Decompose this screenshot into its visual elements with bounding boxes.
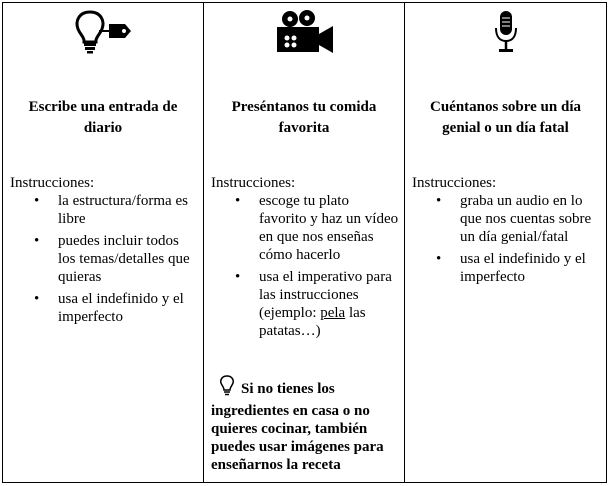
list-item: escoge tu plato favorito y haz un vídeo … [204, 192, 400, 264]
lightbulb-tag-icon [3, 9, 203, 55]
instructions-label: Instrucciones: [412, 175, 497, 191]
column-diary: Escribe una entrada de diario Instruccio… [3, 3, 203, 482]
microphone-icon [405, 9, 606, 55]
activity-title: Preséntanos tu comida favorita [231, 99, 377, 136]
tip-text: Si no tienes los ingredientes en casa o … [211, 381, 384, 473]
instructions-list: la estructura/forma es libre puedes incl… [3, 192, 199, 330]
list-item: puedes incluir todos los temas/detalles … [3, 232, 199, 286]
instructions-list: graba un audio en lo que nos cuentas sob… [405, 192, 602, 290]
activity-title: Cuéntanos sobre un día genial o un día f… [429, 99, 582, 136]
activity-title: Escribe una entrada de diario [28, 99, 178, 136]
list-item: usa el imperativo para las instrucciones… [204, 268, 400, 340]
instructions-list: escoge tu plato favorito y haz un vídeo … [204, 192, 400, 344]
movie-camera-icon [204, 9, 404, 55]
list-item: usa el indefinido y el imperfecto [405, 250, 602, 286]
tip-note: Si no tienes los ingredientes en casa o … [211, 375, 396, 474]
column-good-bad-day: Cuéntanos sobre un día genial o un día f… [404, 3, 606, 482]
activity-table: Escribe una entrada de diario Instruccio… [2, 2, 607, 483]
list-item: la estructura/forma es libre [3, 192, 199, 228]
list-item: usa el indefinido y el imperfecto [3, 290, 199, 326]
list-item: graba un audio en lo que nos cuentas sob… [405, 192, 602, 246]
column-favorite-food: Preséntanos tu comida favorita Instrucci… [203, 3, 404, 482]
lightbulb-icon [219, 375, 235, 402]
list-item-text: usa el imperativo para las instrucciones… [259, 269, 392, 321]
list-item-text: las patatas…) [259, 305, 366, 339]
instructions-label: Instrucciones: [211, 175, 296, 191]
example-verb: pela [320, 305, 346, 321]
instructions-label: Instrucciones: [10, 175, 95, 191]
